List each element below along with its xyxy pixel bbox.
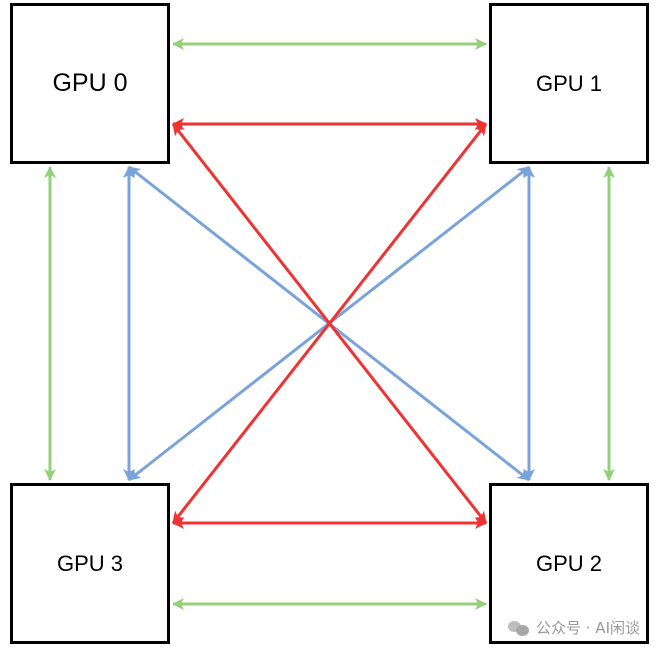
gpu-1-label: GPU 1 — [535, 70, 603, 96]
watermark: 公众号 · AI闲谈 — [508, 617, 640, 638]
gpu-1-node: GPU 1 — [489, 3, 649, 164]
gpu-3-node: GPU 3 — [10, 483, 170, 644]
link-gpu1-gpu3-red — [171, 123, 488, 524]
watermark-text: 公众号 · AI闲谈 — [536, 619, 640, 637]
gpu-2-label: GPU 2 — [535, 550, 603, 576]
gpu-3-label: GPU 3 — [56, 550, 124, 576]
wechat-icon — [508, 620, 530, 636]
gpu-2-node: GPU 2 — [489, 483, 649, 644]
gpu-0-node: GPU 0 — [10, 3, 170, 164]
gpu-0-label: GPU 0 — [52, 69, 128, 97]
